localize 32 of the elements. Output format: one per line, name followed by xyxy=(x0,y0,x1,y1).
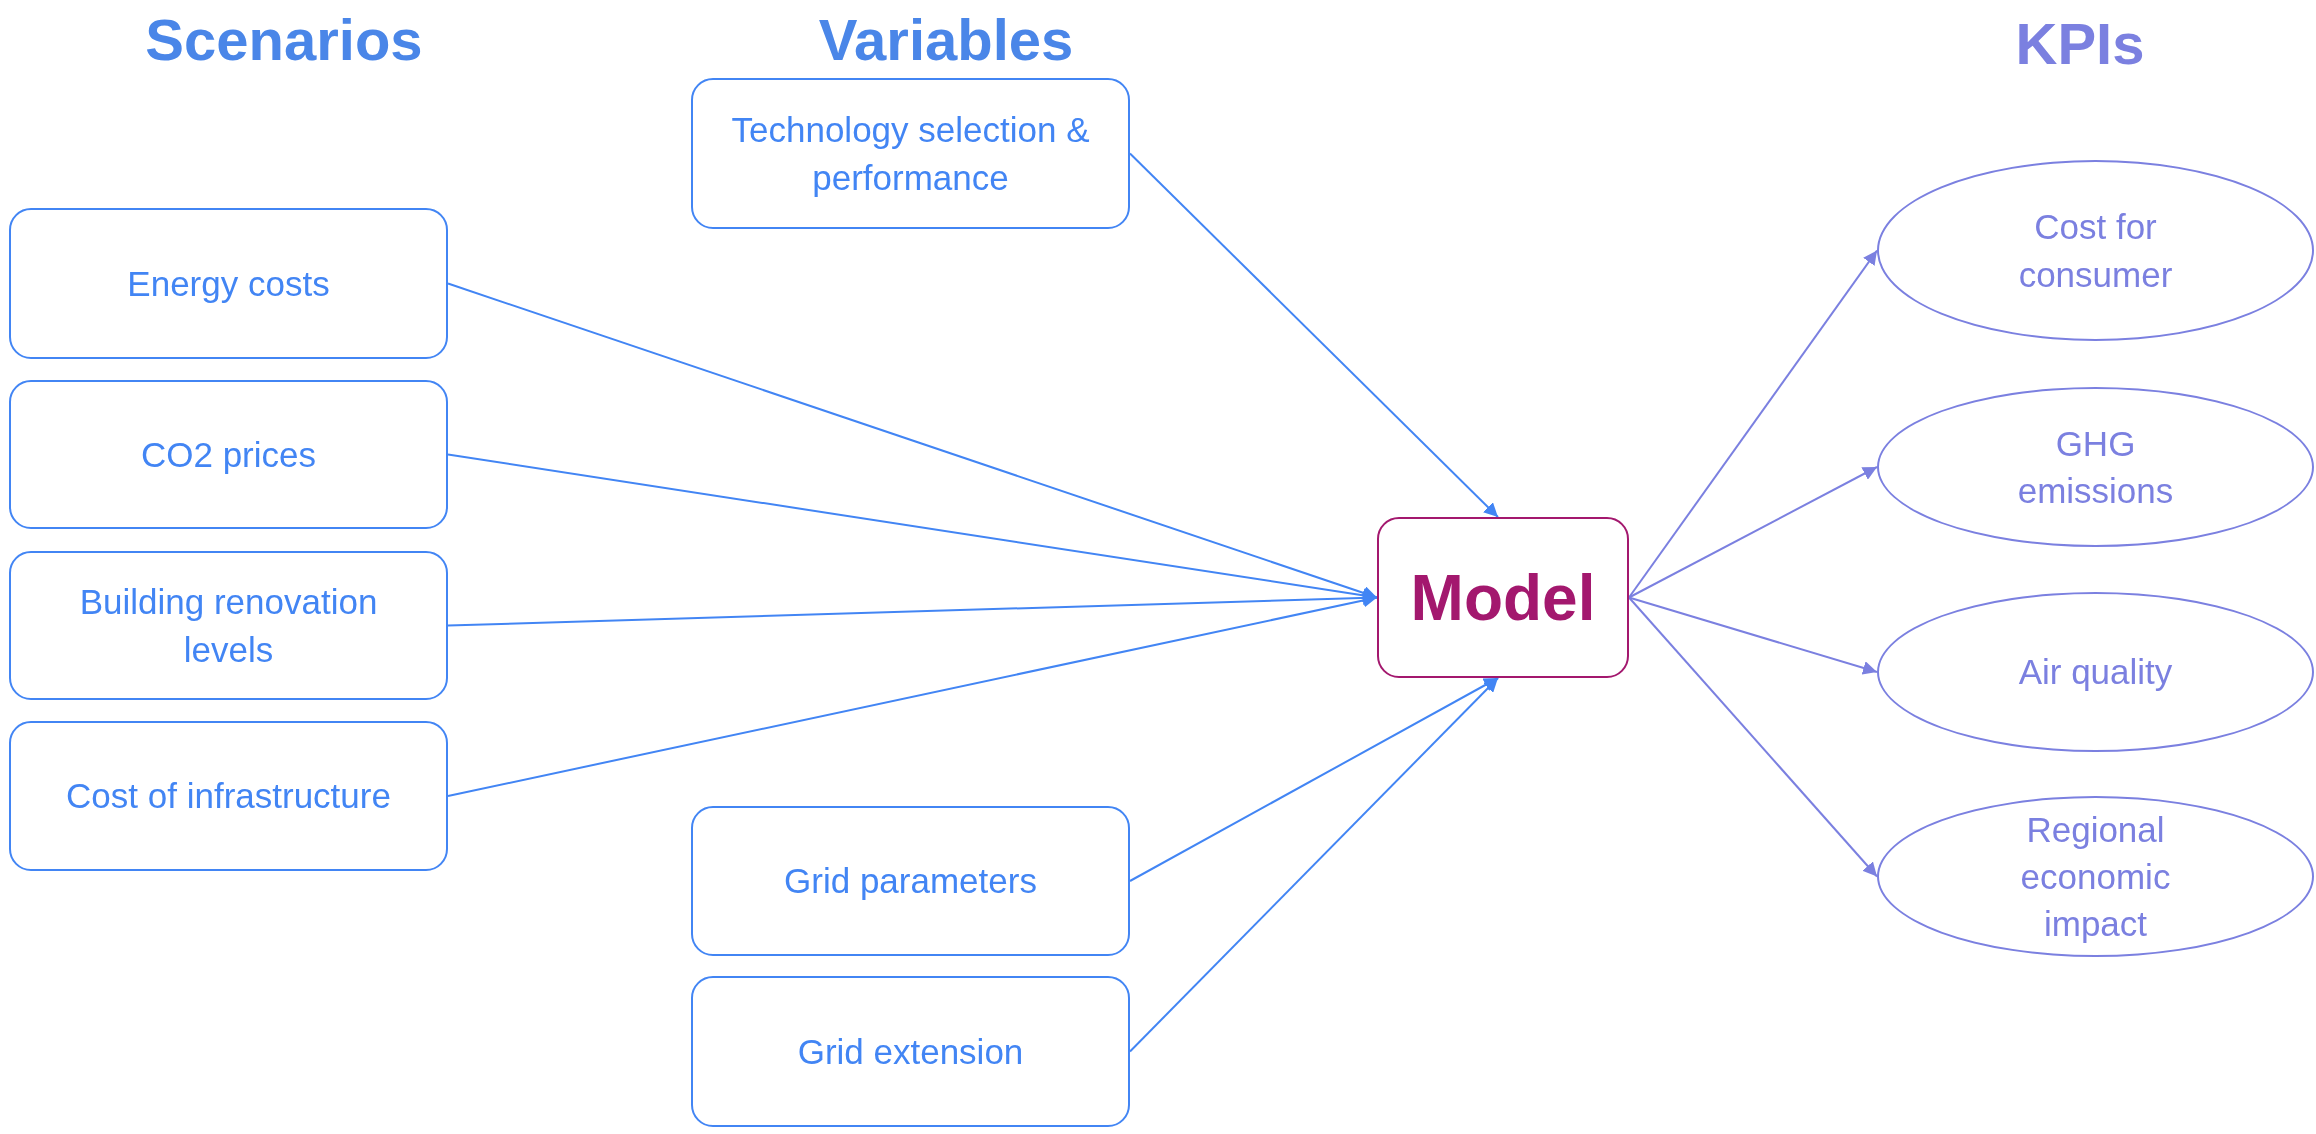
arrow xyxy=(1129,152,1499,518)
node-text: Cost for consumer xyxy=(2017,206,2174,296)
model-box xyxy=(1377,517,1629,678)
node-text: GHG emissions xyxy=(2016,422,2175,512)
node-text: Air quality xyxy=(2017,651,2174,694)
rounded-box xyxy=(9,721,448,871)
node-text: Grid extension xyxy=(796,1030,1025,1073)
rounded-box xyxy=(9,380,448,529)
rounded-box xyxy=(691,976,1130,1127)
arrow xyxy=(1129,677,1499,1053)
rounded-box xyxy=(691,806,1130,956)
arrow xyxy=(447,282,1378,600)
node-text: Model xyxy=(1409,560,1597,635)
node-text: Technology selection & performance xyxy=(730,109,1091,199)
arrow xyxy=(1628,596,1878,878)
arrow xyxy=(447,593,1378,797)
rounded-box xyxy=(691,78,1130,229)
rounded-box xyxy=(9,208,448,359)
arrow xyxy=(1628,249,1878,599)
arrow xyxy=(1628,466,1878,599)
node-text: Regional economic impact xyxy=(2019,808,2172,946)
node-text: Building renovation levels xyxy=(78,581,379,671)
node-text: Grid parameters xyxy=(783,860,1038,903)
rounded-box xyxy=(9,551,448,700)
column-heading: KPIs xyxy=(2015,10,2145,77)
node-text: CO2 prices xyxy=(139,433,318,476)
node-text: Cost of infrastructure xyxy=(65,775,392,818)
node-text: Energy costs xyxy=(126,262,331,305)
arrow xyxy=(1129,677,1499,882)
column-heading: Scenarios xyxy=(145,6,423,73)
arrow xyxy=(1628,596,1878,675)
column-heading: Variables xyxy=(818,6,1074,73)
